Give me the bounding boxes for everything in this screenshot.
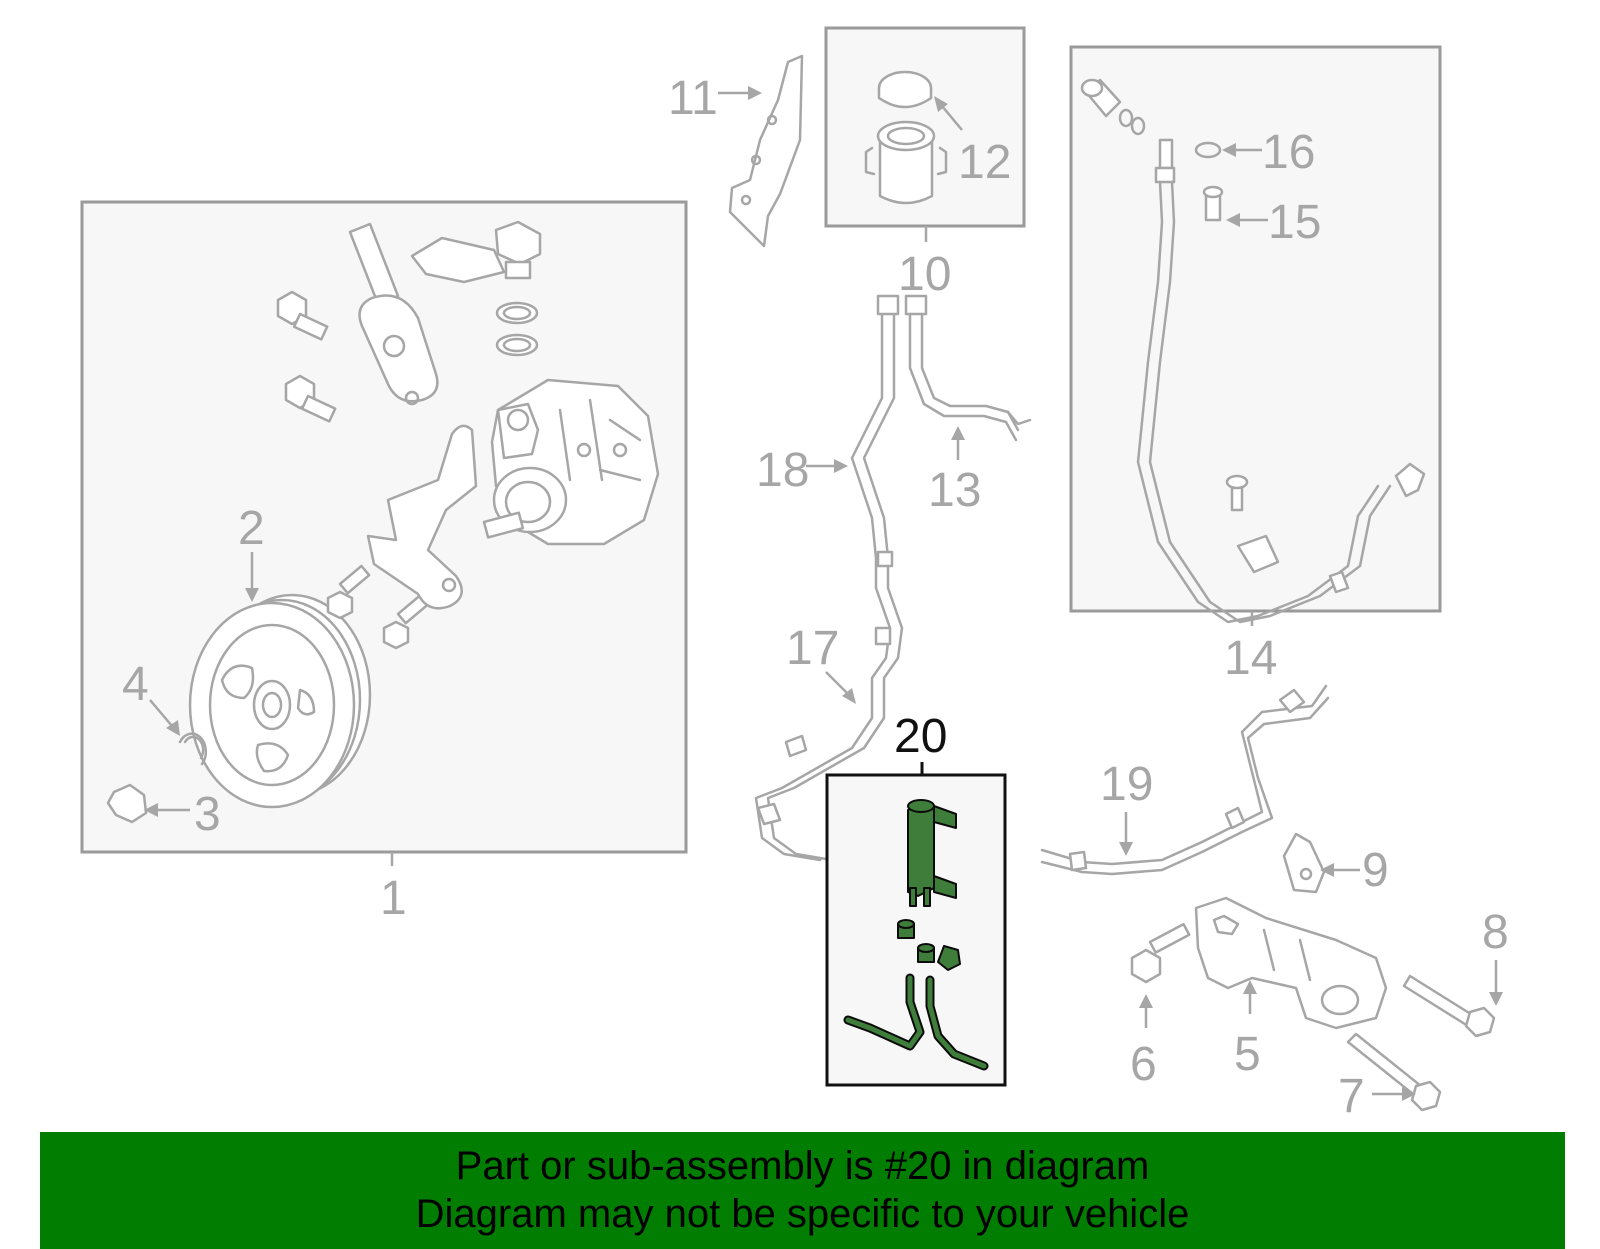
- callout-11: 11: [668, 72, 718, 125]
- pressure-hose-box: [1069, 45, 1442, 613]
- pressure-hose-group: 16 15: [1069, 45, 1442, 624]
- info-banner: Part or sub-assembly is #20 in diagram D…: [40, 1132, 1565, 1249]
- cooler-assembly-group[interactable]: 20: [825, 710, 1007, 1087]
- pump-fittings-part: [348, 220, 542, 610]
- callout-6: 6: [1130, 1038, 1157, 1091]
- pulley-part: [188, 593, 372, 809]
- bolts-part: [276, 290, 429, 650]
- cooler-part: [907, 799, 957, 907]
- return-lines-group: 18 13 17: [754, 294, 1032, 862]
- callout-3: 3: [194, 788, 221, 841]
- cooler-grommets-part: [897, 919, 961, 971]
- callout-8: 8: [1482, 906, 1509, 959]
- line-13-part: [908, 306, 1018, 442]
- callout-19: 19: [1100, 758, 1153, 811]
- mounting-hardware-group: 9 5 6 8 7: [1130, 832, 1509, 1123]
- bracket-11-group: 11: [668, 54, 804, 248]
- callout-10: 10: [898, 248, 951, 301]
- callout-15: 15: [1268, 196, 1321, 249]
- callout-20: 20: [894, 710, 947, 763]
- callout-4: 4: [122, 658, 149, 711]
- bracket-11-part: [728, 54, 804, 248]
- pressure-hose-part: [1080, 78, 1426, 624]
- bolt-6-part: [1130, 948, 1162, 984]
- line-18-part: [754, 306, 892, 862]
- pump-body-part: [482, 378, 660, 546]
- bolt-8-part: [1402, 974, 1476, 1028]
- cooler-hoses-part: [843, 973, 989, 1071]
- clip-9-part: [1282, 832, 1326, 894]
- callout-12: 12: [958, 136, 1011, 189]
- callout-18: 18: [756, 444, 809, 497]
- banner-line-2: Diagram may not be specific to your vehi…: [415, 1192, 1190, 1236]
- pump-assembly-group: 2 4 3: [80, 200, 688, 854]
- callout-9: 9: [1362, 844, 1389, 897]
- snap-ring-part: [178, 732, 208, 766]
- callout-13: 13: [928, 464, 981, 517]
- callout-1: 1: [380, 872, 407, 925]
- callout-14: 14: [1224, 632, 1277, 685]
- callout-7: 7: [1338, 1070, 1365, 1123]
- nut-part: [106, 783, 148, 824]
- callout-2: 2: [238, 502, 265, 555]
- callout-16: 16: [1262, 126, 1315, 179]
- banner-line-1: Part or sub-assembly is #20 in diagram: [455, 1144, 1150, 1188]
- reservoir-group: 12: [824, 26, 1026, 228]
- callout-5: 5: [1234, 1028, 1261, 1081]
- line-19-part: [1040, 684, 1328, 866]
- callout-17: 17: [786, 622, 839, 675]
- o-ring-16-part: [1194, 141, 1222, 159]
- line-19-group: 19: [1040, 684, 1330, 876]
